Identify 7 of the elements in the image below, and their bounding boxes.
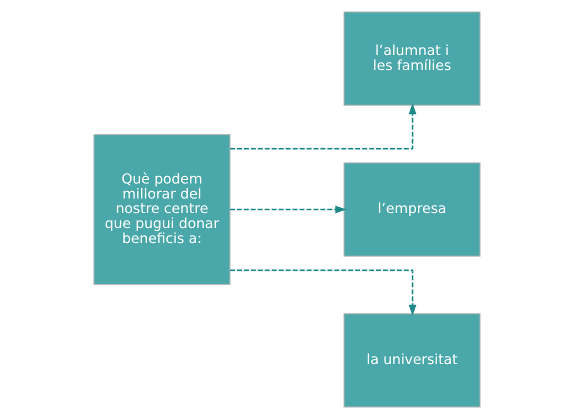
- node-box: l’empresa: [344, 162, 481, 257]
- arrow: [230, 103, 416, 150]
- node-box: Què podem millorar del nostre centre que pugui donar beneficis a:: [93, 134, 230, 285]
- arrow: [230, 206, 346, 214]
- node-box: l’alumnat i les famílies: [344, 12, 481, 106]
- node-box: la universitat: [344, 313, 481, 408]
- arrow: [230, 270, 416, 316]
